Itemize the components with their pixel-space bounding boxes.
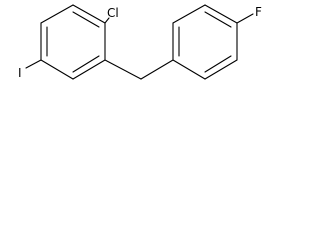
bond-c4-c5 [40,59,74,80]
double-bond-d5-d6 [204,55,232,73]
bond-d4-f [236,13,254,24]
atom-label-chlorine: Cl [107,6,119,20]
bond-d6-d1 [172,59,206,80]
double-bond-c1-c2 [72,11,100,28]
bond-ring-ch2 [104,59,142,80]
double-bond-d3-d4 [204,11,232,28]
bond-d5-d6 [204,59,238,80]
bond-ch2-ring [140,59,174,80]
atom-label-iodine: I [18,66,22,80]
left-benzene-ring [40,4,106,80]
bond-c5-c6 [72,59,106,80]
bond-d3-d4 [204,4,238,24]
double-bond-c5-c6 [72,55,100,73]
bond-c4-i [25,59,42,69]
bond-c1-c2 [72,4,106,24]
bond-c1-cl [104,17,110,24]
chemical-structure: Cl I F [18,4,262,80]
bond-c2-c3 [40,4,74,24]
atom-label-fluorine: F [255,5,262,19]
right-benzene-ring [172,4,238,80]
bond-d2-d3 [172,4,206,24]
